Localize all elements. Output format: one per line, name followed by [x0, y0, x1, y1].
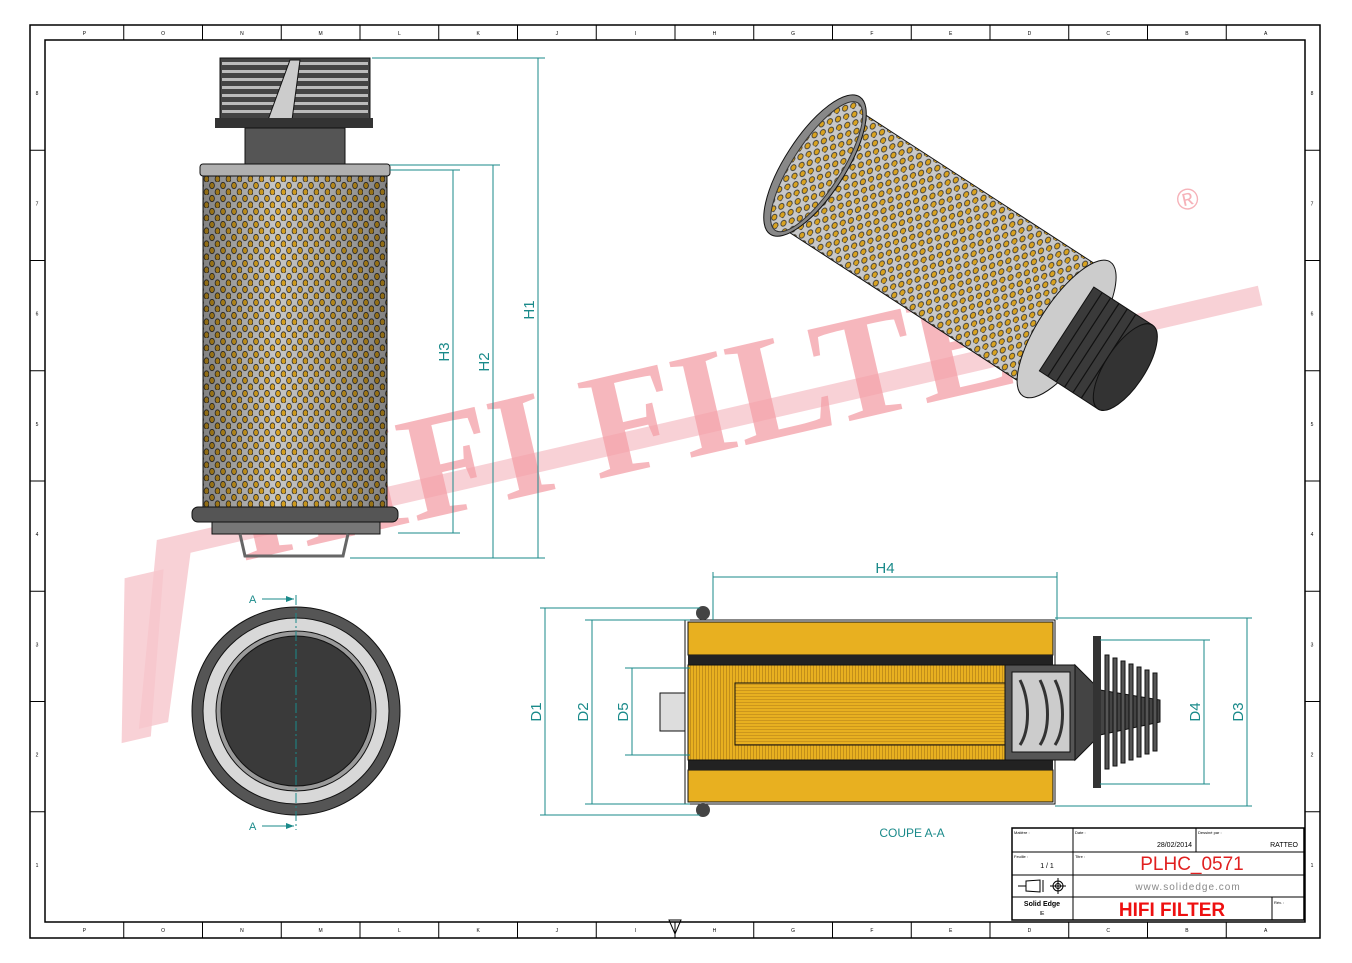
zone-label-bottom: A	[1264, 928, 1268, 934]
rev-label: Rév. :	[1274, 900, 1284, 905]
zone-label-bottom: K	[476, 928, 480, 934]
zone-label-left: 7	[36, 201, 39, 207]
zone-label-right: 5	[1311, 422, 1314, 428]
zone-label-bottom: N	[240, 928, 244, 934]
zone-label-bottom: G	[791, 928, 795, 934]
zone-label-top: J	[556, 31, 559, 37]
zone-label-right: 7	[1311, 201, 1314, 207]
zone-label-top: G	[791, 31, 795, 37]
zone-label-bottom: M	[319, 928, 323, 934]
fin	[1152, 672, 1158, 752]
dim-d3: D3	[1230, 702, 1247, 721]
zone-label-left: 5	[36, 422, 39, 428]
projection-symbol-icon	[1018, 878, 1066, 894]
zone-label-top: A	[1264, 31, 1268, 37]
feuille-value: 1 / 1	[1040, 863, 1054, 870]
fin	[1144, 669, 1150, 755]
grill-slat	[222, 110, 368, 113]
zone-label-left: 3	[36, 642, 39, 648]
bottom-view	[191, 595, 401, 830]
zone-label-right: 2	[1311, 753, 1314, 759]
zone-label-left: 2	[36, 753, 39, 759]
zone-label-top: E	[949, 31, 953, 37]
dim-h3: H3	[436, 342, 453, 361]
dim-d1: D1	[528, 702, 545, 721]
designer-label: Dessiné par :	[1198, 830, 1222, 835]
fin	[1128, 663, 1134, 761]
fin	[1112, 657, 1118, 767]
date-label: Date :	[1075, 830, 1086, 835]
zone-label-top: O	[161, 31, 165, 37]
zone-label-bottom: C	[1106, 928, 1110, 934]
border-ticks	[30, 25, 1320, 938]
dim-d2: D2	[575, 702, 592, 721]
titre-label: Titre :	[1075, 854, 1085, 859]
zone-label-top: C	[1106, 31, 1110, 37]
zone-label-left: 6	[36, 312, 39, 318]
section-caption: COUPE A-A	[879, 826, 944, 840]
zone-label-top: H	[713, 31, 717, 37]
zone-label-right: 4	[1311, 532, 1314, 538]
software-sub: IE	[1040, 911, 1045, 917]
zone-label-top: D	[1028, 31, 1032, 37]
title-block: Matière : Date : 28/02/2014 Dessiné par …	[1011, 827, 1305, 921]
zone-label-bottom: L	[398, 928, 401, 934]
zone-label-right: 3	[1311, 642, 1314, 648]
section-marker-bottom: A	[249, 821, 257, 833]
zone-label-bottom: I	[635, 928, 636, 934]
section-view	[659, 606, 1161, 817]
fin	[1120, 660, 1126, 764]
section-marker-top: A	[249, 594, 257, 606]
fin	[1136, 666, 1142, 758]
zone-label-bottom: P	[83, 928, 87, 934]
zone-label-right: 6	[1311, 312, 1314, 318]
feuille-label: Feuille :	[1014, 854, 1028, 859]
zone-label-top: M	[319, 31, 323, 37]
dim-h1: H1	[521, 300, 538, 319]
zone-label-top: N	[240, 31, 244, 37]
brand-name: HIFI FILTER	[1119, 900, 1226, 921]
zone-label-bottom: B	[1185, 928, 1189, 934]
grill-slat	[222, 102, 368, 105]
zone-label-top: K	[476, 31, 480, 37]
center-marker-icon	[668, 919, 682, 936]
isometric-view	[763, 94, 1158, 411]
front-view	[191, 57, 399, 558]
title-value: PLHC_0571	[1140, 854, 1244, 875]
fin	[1104, 654, 1110, 770]
zone-label-bottom: O	[161, 928, 165, 934]
zone-label-right: 8	[1311, 91, 1314, 97]
zone-label-left: 8	[36, 91, 39, 97]
dim-h4: H4	[875, 560, 894, 577]
date-value: 28/02/2014	[1157, 842, 1192, 849]
zone-label-bottom: E	[949, 928, 953, 934]
website: www.solidedge.com	[1134, 882, 1240, 893]
zone-label-top: P	[83, 31, 87, 37]
zone-label-bottom: H	[713, 928, 717, 934]
software-name: Solid Edge	[1024, 901, 1060, 908]
dim-d4: D4	[1187, 702, 1204, 721]
zone-label-top: F	[870, 31, 873, 37]
zone-label-top: L	[398, 31, 401, 37]
zone-label-right: 1	[1311, 863, 1314, 869]
zone-label-left: 1	[36, 863, 39, 869]
zone-label-top: B	[1185, 31, 1189, 37]
front-dimensions	[350, 57, 545, 559]
section-dimensions	[540, 572, 1252, 816]
zone-label-bottom: F	[870, 928, 873, 934]
watermark-registered: ®	[1173, 181, 1202, 218]
dim-d5: D5	[615, 702, 632, 721]
designer-value: RATTEO	[1270, 842, 1298, 849]
zone-label-left: 4	[36, 532, 39, 538]
border-zone-labels: P P O O N N M M L L K K J J I I H H G G F F E E D D C C B B A A 8 8 7 7 6 6 5 5…	[36, 31, 1314, 934]
zone-label-bottom: J	[556, 928, 559, 934]
zone-label-bottom: D	[1028, 928, 1032, 934]
matiere-label: Matière :	[1014, 830, 1030, 835]
zone-label-top: I	[635, 31, 636, 37]
dim-h2: H2	[476, 352, 493, 371]
